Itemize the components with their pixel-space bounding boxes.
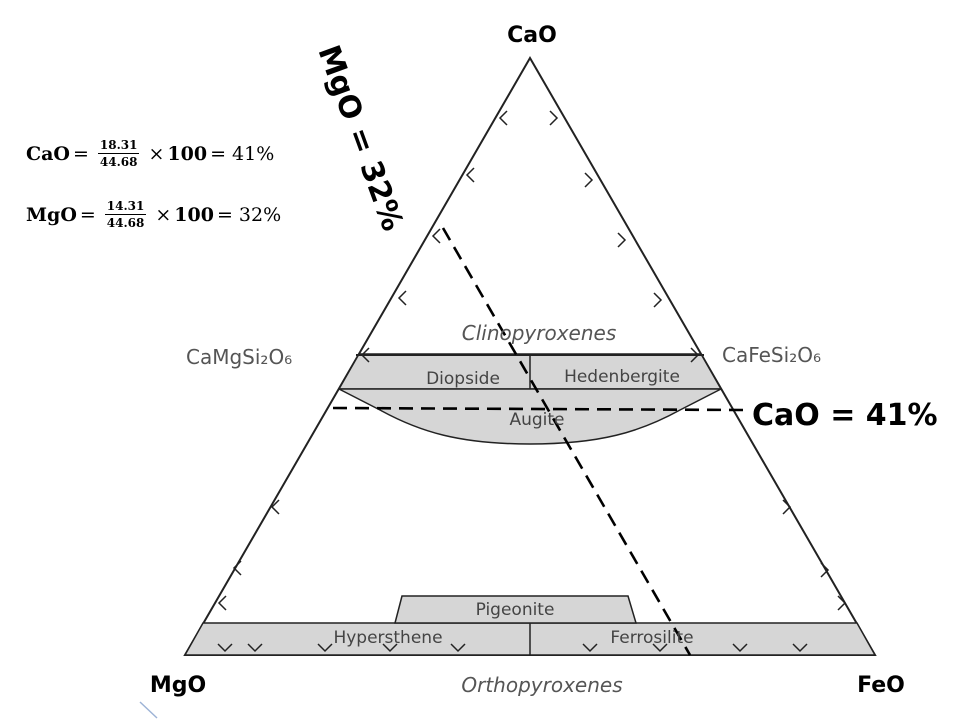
right-edge-tick [782, 499, 792, 515]
bottom-edge-tick [450, 643, 466, 653]
bottom-edge-tick [217, 643, 233, 653]
pigeonite-label: Pigeonite [476, 600, 555, 620]
cao-percent-annotation: CaO = 41% [752, 398, 938, 433]
cao-dashed-line [332, 406, 746, 412]
cao-formula-denominator: 44.68 [99, 155, 138, 169]
mgo-formula: MgO = 14.31 44.68 × 100 = 32% [26, 199, 284, 230]
bottom-edge-tick [652, 643, 668, 653]
augite-field [338, 388, 722, 445]
right-edge-tick [549, 110, 559, 126]
bottom-edge-tick [317, 643, 333, 653]
left-edge-tick [270, 499, 280, 515]
mgo-formula-factor: 100 [174, 203, 214, 226]
bottom-edge-tick [792, 643, 808, 653]
bottom-edge-tick [382, 643, 398, 653]
augite-label: Augite [509, 410, 564, 430]
tieline-right-arrowhead [690, 347, 700, 363]
mgo-formula-denominator: 44.68 [106, 216, 145, 230]
endmember-right-label: CaFeSi₂O₆ [722, 343, 821, 367]
bottom-edge-tick [732, 643, 748, 653]
cao-formula-numerator: 18.31 [97, 138, 140, 154]
bottom-edge-tick [247, 643, 263, 653]
right-edge-tick [820, 562, 830, 578]
left-edge-tick [217, 595, 227, 611]
cao-formula: CaO = 18.31 44.68 × 100 = 41% [26, 138, 277, 169]
left-edge-tick [397, 290, 407, 306]
mgo-formula-numerator: 14.31 [104, 199, 147, 215]
vertex-feo-label: FeO [857, 673, 905, 698]
mgo-formula-fraction: 14.31 44.68 [104, 199, 147, 230]
endmember-left-label: CaMgSi₂O₆ [186, 345, 292, 369]
vertex-cao-label: CaO [507, 23, 557, 48]
cao-formula-fraction: 18.31 44.68 [97, 138, 140, 169]
corner-mark [139, 701, 158, 719]
pigeonite-field [394, 595, 638, 624]
cao-formula-factor: 100 [167, 142, 208, 165]
clinopyroxenes-label: Clinopyroxenes [462, 321, 617, 345]
right-edge-tick [617, 232, 627, 248]
orthopyroxenes-label: Orthopyroxenes [461, 673, 622, 697]
mgo-formula-times: × [155, 203, 172, 226]
ferrosilite-label: Ferrosilite [610, 628, 693, 648]
hypersthene-label: Hypersthene [333, 628, 442, 648]
diopside-label: Diopside [426, 369, 500, 389]
left-edge-tick [431, 228, 441, 244]
mgo-percent-annotation: MgO = 32% [310, 41, 409, 236]
right-edge-tick [653, 292, 663, 308]
right-edge-tick [837, 595, 847, 611]
vertex-mgo-label: MgO [150, 673, 206, 698]
mgo-formula-result: = 32% [216, 203, 282, 226]
mgo-dashed-line [441, 227, 692, 656]
cao-formula-oxide: CaO [26, 142, 70, 165]
bottom-edge-tick [582, 643, 598, 653]
cao-formula-times: × [148, 142, 165, 165]
left-edge-tick [465, 167, 475, 183]
mgo-formula-oxide: MgO [26, 203, 77, 226]
tieline-left-arrowhead [360, 347, 370, 363]
hedenbergite-label: Hedenbergite [564, 367, 680, 387]
left-edge-tick [232, 560, 242, 576]
arrow-ticks [217, 110, 847, 653]
cao-formula-equals: = [72, 142, 89, 165]
cao-formula-result: = 41% [210, 142, 275, 165]
right-edge-tick [584, 172, 594, 188]
mgo-formula-equals: = [79, 203, 96, 226]
left-edge-tick [498, 110, 508, 126]
